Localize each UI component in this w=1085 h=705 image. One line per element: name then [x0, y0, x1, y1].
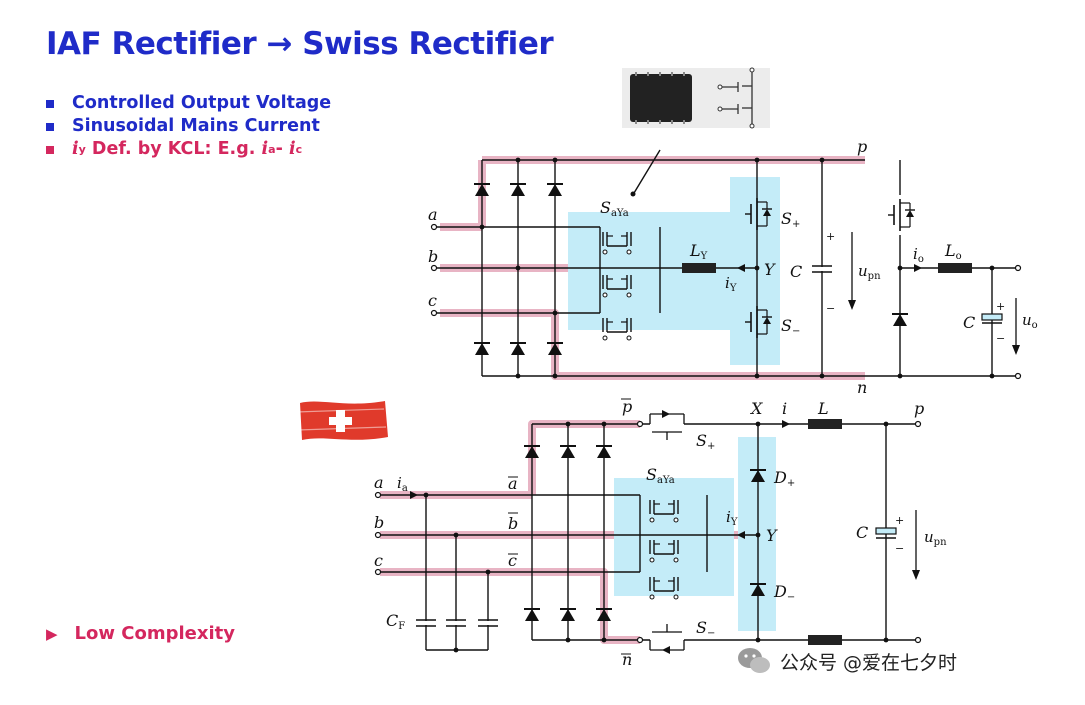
label-upn: upn [858, 262, 881, 282]
label-p-out: p [914, 399, 924, 418]
bullet-item-mains-current: Sinusoidal Mains Current [46, 115, 331, 138]
ia-symbol: i [261, 139, 269, 159]
output-capacitor [981, 313, 1003, 324]
label-minus: − [826, 302, 835, 315]
iy-arrow [737, 264, 745, 272]
label-cout: C [963, 313, 975, 332]
label-c: c [374, 551, 383, 570]
ly-inductor [682, 263, 716, 273]
low-complexity-label: Low Complexity [74, 623, 235, 644]
label-sminus: S− [781, 316, 800, 337]
square-bullet-icon [46, 145, 54, 154]
bottom-wiring [380, 423, 918, 651]
label-c: c [428, 291, 437, 310]
wechat-icon [738, 648, 770, 673]
square-bullet-icon [46, 99, 54, 108]
minus-text: - [275, 139, 289, 159]
switch-block-highlight [614, 478, 734, 596]
label-bbar: b [508, 514, 518, 533]
bullet-text: Sinusoidal Mains Current [72, 116, 320, 136]
kcl-text: Def. by KCL: E.g. [85, 139, 262, 159]
low-complexity-bullet: ▶ Low Complexity [46, 623, 235, 644]
label-ly: LY [689, 241, 708, 262]
triangle-right-icon: ▶ [46, 624, 58, 643]
lo-inductor [938, 263, 972, 273]
label-lo: Lo [944, 241, 962, 262]
page-title: IAF Rectifier → Swiss Rectifier [46, 26, 554, 62]
label-cap: C [856, 523, 868, 542]
label-io: io [913, 245, 924, 265]
ic-symbol: i [288, 139, 296, 159]
iy-subscript: y [78, 143, 86, 156]
label-x: X [749, 399, 763, 418]
label-minus: − [895, 542, 904, 555]
label-nbar: n [622, 650, 632, 669]
module-pointer-dot [630, 191, 636, 197]
watermark: 公众号 @爱在七夕时 [736, 646, 957, 676]
label-dminus: D− [773, 582, 795, 603]
label-iy: iY [726, 508, 738, 528]
label-ia: ia [397, 474, 408, 494]
swiss-rectifier-circuit: p n X i L p S+ S− a ia b c a b c SaYa iY… [374, 397, 947, 669]
label-sminus: S− [696, 618, 715, 639]
label-splus: S+ [696, 431, 715, 452]
swiss-flag-icon [295, 401, 388, 440]
output-capacitor [875, 527, 897, 539]
label-y: Y [764, 260, 776, 279]
label-upn: upn [924, 528, 947, 548]
label-uo: uo [1022, 311, 1038, 331]
label-a: a [428, 205, 438, 224]
sminus-switch [649, 624, 685, 651]
label-a: a [374, 473, 384, 492]
label-n: n [857, 378, 867, 397]
label-iy: iY [725, 274, 737, 294]
label-saya: SaYa [646, 465, 675, 486]
label-i: i [782, 399, 787, 418]
bullet-list: Controlled Output Voltage Sinusoidal Mai… [46, 92, 331, 161]
ia-subscript: a [268, 143, 276, 156]
label-splus: S+ [781, 209, 800, 230]
module-pointer-line [633, 149, 661, 194]
label-saya: SaYa [600, 198, 629, 219]
label-b: b [428, 247, 438, 266]
label-y: Y [766, 526, 778, 545]
label-plus: + [895, 514, 904, 527]
label-cap: C [790, 262, 802, 281]
label-dplus: D+ [773, 468, 795, 489]
dc-link-capacitor [812, 265, 832, 273]
label-abar: a [508, 474, 518, 493]
label-b: b [374, 513, 384, 532]
label-cout-plus: + [996, 300, 1005, 313]
power-module-photo [622, 67, 770, 129]
input-filter-capacitors [416, 619, 498, 627]
bullet-item-output-voltage: Controlled Output Voltage [46, 92, 331, 115]
splus-switch [649, 413, 685, 440]
iy-symbol: i [72, 139, 79, 159]
square-bullet-icon [46, 122, 54, 131]
label-l: L [817, 399, 829, 418]
bullet-text: Controlled Output Voltage [72, 93, 332, 113]
label-pbar: p [622, 397, 632, 416]
label-cbar: c [508, 551, 517, 570]
label-p: p [857, 137, 867, 156]
label-plus: + [826, 230, 835, 243]
iaf-rectifier-circuit: a b c p n SaYa LY iY Y S+ S− C + − upn i… [428, 67, 1038, 397]
label-cf: CF [386, 611, 405, 632]
ic-subscript: c [295, 143, 303, 156]
l-inductor-neg [808, 635, 842, 645]
watermark-text: 公众号 @爱在七夕时 [780, 651, 958, 674]
l-inductor [808, 419, 842, 429]
label-cout-minus: − [996, 332, 1005, 345]
